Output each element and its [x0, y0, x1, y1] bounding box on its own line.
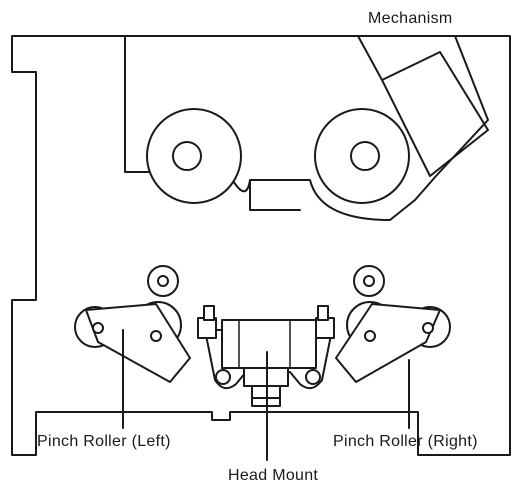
right-guide-roller: [353, 265, 385, 297]
chassis-outline: [11, 35, 511, 456]
housing-side: [249, 179, 301, 211]
pinch-roller-right: [335, 301, 451, 383]
head-mount-assembly: [197, 305, 335, 407]
left-reel: [146, 108, 242, 204]
pinch-roller-left: [74, 301, 191, 383]
cassette-housing: [124, 35, 489, 221]
label-pinch-roller-left: Pinch Roller (Left): [37, 433, 171, 450]
right-reel: [314, 108, 410, 204]
label-head-mount: Head Mount: [228, 467, 318, 484]
mechanism-block: [357, 35, 489, 177]
label-mechanism: Mechanism: [368, 10, 453, 27]
label-pinch-roller-right: Pinch Roller (Right): [333, 433, 478, 450]
left-guide-roller: [147, 265, 179, 297]
